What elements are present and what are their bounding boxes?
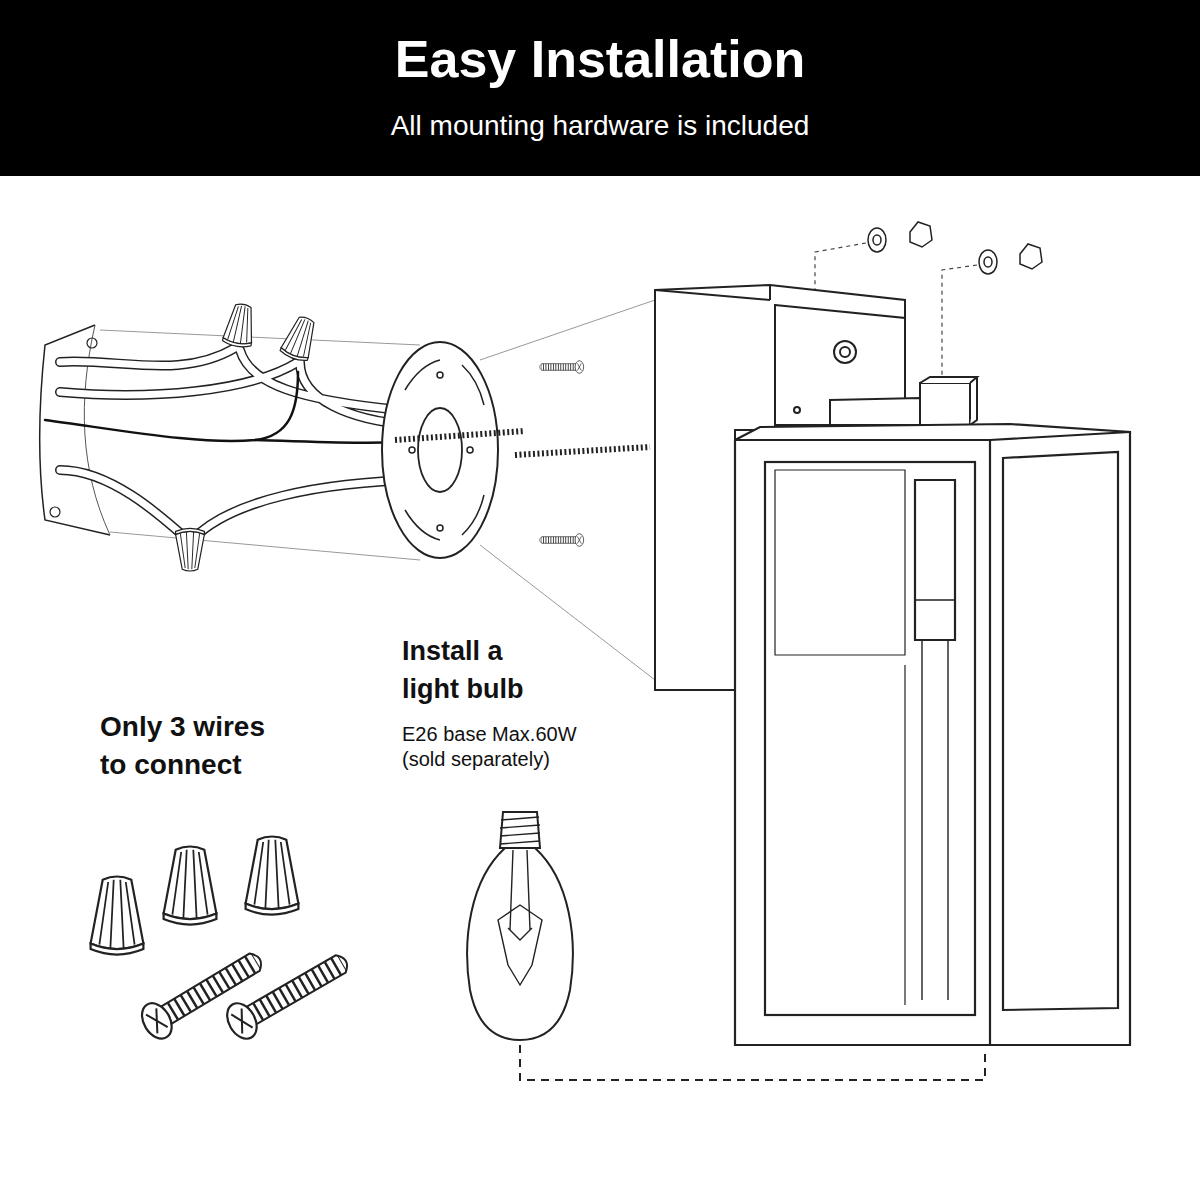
step-heading-holder: Only 3 wires to connect (100, 708, 285, 784)
step-heading: Only 3 wires to connect (100, 708, 285, 784)
mounting-screw (540, 534, 584, 547)
subtitle: All mounting hardware is included (0, 108, 1200, 144)
black-wire (45, 372, 298, 441)
mounting-screw (540, 361, 584, 374)
guide-line (100, 300, 655, 680)
threaded-rod (395, 431, 525, 440)
plate-slots (405, 360, 484, 540)
subtitle-holder: All mounting hardware is included (0, 108, 1200, 144)
step-heading: Install a light bulb (402, 632, 552, 708)
wires (45, 348, 430, 540)
mounting-screw (221, 945, 355, 1044)
wire-nut (176, 528, 205, 571)
header-bar (0, 0, 1200, 176)
junction-box-edge (84, 325, 110, 535)
wire-fill (60, 348, 420, 540)
junction-box (40, 325, 110, 535)
leader-line (520, 1045, 985, 1080)
wire-nut (91, 877, 144, 955)
light-bulb (467, 812, 573, 1040)
box-screw (50, 507, 60, 517)
plate-hole (418, 408, 462, 492)
threaded-rod (515, 447, 650, 455)
note: E26 base Max.60W (sold separately) (402, 722, 617, 772)
title: Easy Installation (0, 28, 1200, 90)
mounting-plate (382, 342, 498, 558)
wire-outline (60, 348, 420, 540)
step-heading-holder: Install a light bulb (402, 632, 552, 708)
lantern (735, 424, 1130, 1045)
cap-nuts (868, 222, 1042, 274)
fixture-arm (830, 377, 977, 425)
wire-nut (246, 837, 299, 915)
wire-nut (222, 302, 258, 349)
wire-nut (279, 313, 321, 363)
note-holder: E26 base Max.60W (sold separately) (402, 722, 617, 772)
wire-nut (164, 847, 217, 925)
title-holder: Easy Installation (0, 28, 1200, 90)
box-screw (87, 338, 97, 348)
